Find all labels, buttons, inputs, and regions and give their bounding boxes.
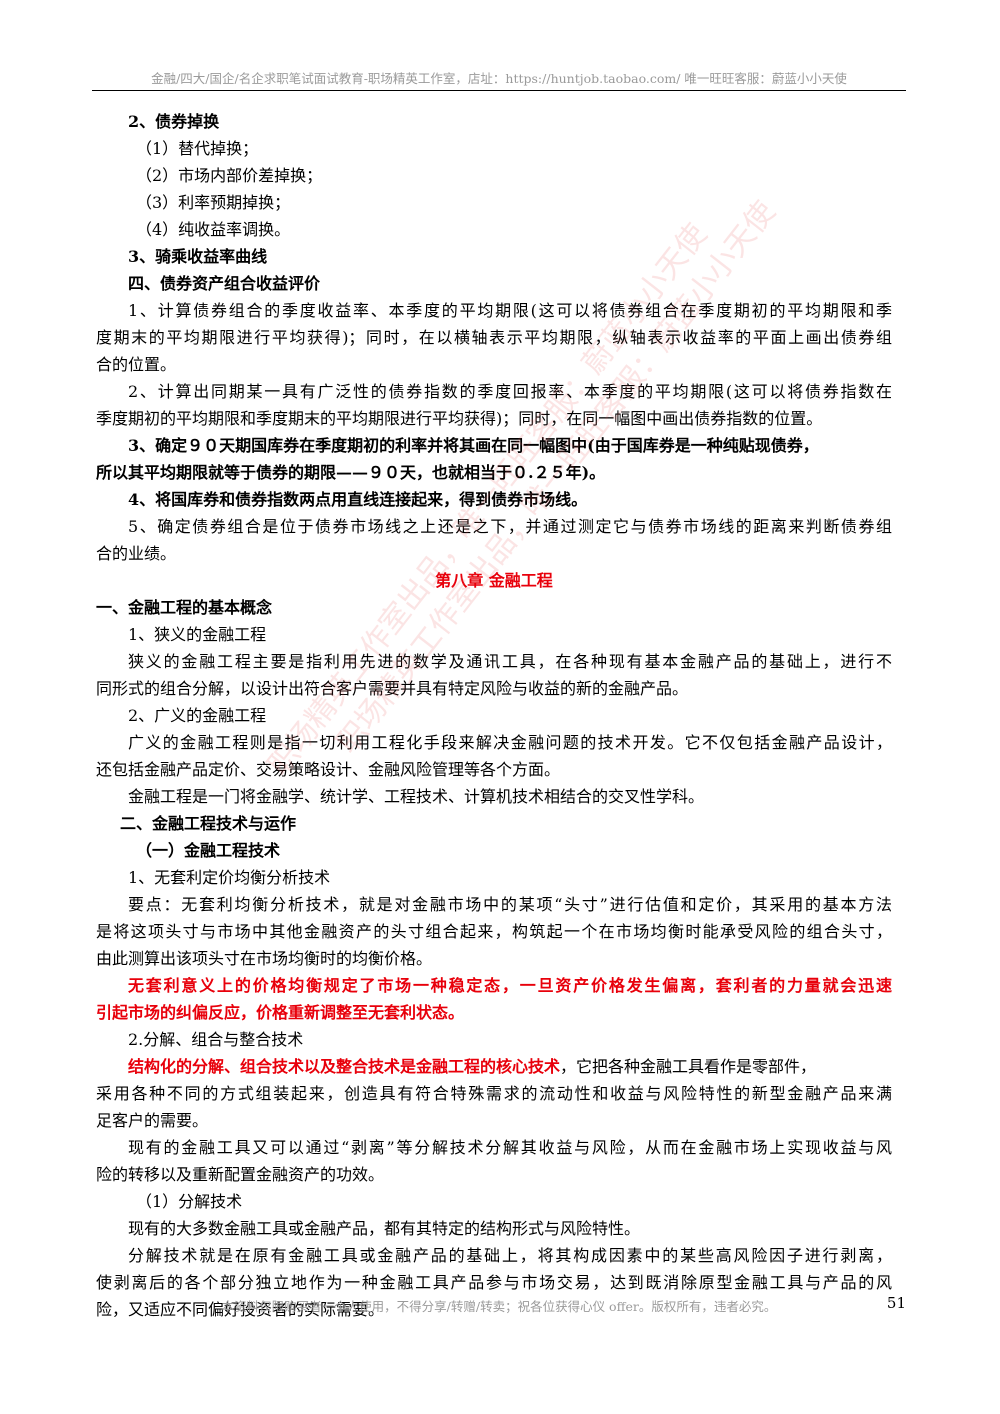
paragraph-line: 合的业绩。 — [96, 544, 177, 563]
header-rule — [92, 90, 906, 91]
paragraph-line: 2、计算出同期某一具有广泛性的债券指数的季度回报率、本季度的平均期限(这可以将债… — [128, 382, 892, 401]
paragraph-line: 金融工程是一门将金融学、统计学、工程技术、计算机技术相结合的交叉性学科。 — [128, 787, 705, 806]
subheading: 1、狭义的金融工程 — [128, 625, 267, 644]
paragraph-text: ，它把各种金融工具看作是零部件， — [560, 1057, 817, 1076]
footer-notice: 本资料仅限购买者一个人使用，不得分享/转赠/转卖；祝各位获得心仪 offer。版… — [221, 1299, 777, 1314]
paragraph-line: 还包括金融产品定价、交易策略设计、金融风险管理等各个方面。 — [96, 760, 561, 779]
paragraph-line-bold: 4、将国库券和债券指数两点用直线连接起来，得到债券市场线。 — [128, 490, 588, 509]
paragraph-line: 是将这项头寸与市场中其他金融资产的头寸组合起来，构筑起一个在市场均衡时能承受风险… — [96, 922, 892, 941]
document-body: 2、债券掉换 （1）替代掉换； （2）市场内部价差掉换； （3）利率预期掉换； … — [96, 108, 892, 1323]
page-number: 51 — [886, 1294, 906, 1312]
paragraph-line: 度期末的平均期限进行平均获得)；同时，在以横轴表示平均期限，纵轴表示收益率的平面… — [96, 328, 892, 347]
paragraph-line: 1、计算债券组合的季度收益率、本季度的平均期限(这可以将债券组合在季度期初的平均… — [128, 301, 892, 320]
paragraph-line: 狭义的金融工程主要是指利用先进的数学及通讯工具，在各种现有基本金融产品的基础上，… — [128, 652, 892, 671]
paragraph-line-bold: 所以其平均期限就等于债券的期限——９０天，也就相当于０.２５年)。 — [96, 463, 606, 482]
paragraph-line: 同形式的组合分解，以设计出符合客户需要并具有特定风险与收益的新的金融产品。 — [96, 679, 689, 698]
highlight-line: 无套利意义上的价格均衡规定了市场一种稳定态，一旦资产价格发生偏离，套利者的力量就… — [128, 976, 892, 995]
paragraph-line: 足客户的需要。 — [96, 1111, 209, 1130]
paragraph-line: 要点：无套利均衡分析技术，就是对金融市场中的某项“头寸”进行估值和定价，其采用的… — [128, 895, 892, 914]
list-item: （4）纯收益率调换。 — [136, 220, 291, 239]
list-item: （2）市场内部价差掉换； — [136, 166, 323, 185]
highlight-text: 结构化的分解、组合技术以及整合技术是金融工程的核心技术 — [128, 1057, 561, 1076]
section-heading: 二、金融工程技术与运作 — [120, 814, 297, 833]
mixed-line: 结构化的分解、组合技术以及整合技术是金融工程的核心技术，它把各种金融工具看作是零… — [96, 1053, 892, 1080]
list-item: （3）利率预期掉换； — [136, 193, 291, 212]
paragraph-line-bold: 3、确定９０天期国库券在季度期初的利率并将其画在同一幅图中(由于国库券是一种纯贴… — [128, 436, 819, 455]
paragraph-line: 使剥离后的各个部分独立地作为一种金融工具产品参与市场交易，达到既消除原型金融工具… — [96, 1273, 892, 1292]
subheading: 2.分解、组合与整合技术 — [128, 1030, 304, 1049]
subheading: 1、无套利定价均衡分析技术 — [128, 868, 331, 887]
paragraph-line: 广义的金融工程则是指一切利用工程化手段来解决金融问题的技术开发。它不仅包括金融产… — [128, 733, 892, 752]
paragraph-line: 险，又适应不同偏好投资者的实际需要。 — [96, 1300, 385, 1319]
subheading: （1）分解技术 — [136, 1192, 243, 1211]
subsection-heading: （一）金融工程技术 — [136, 841, 281, 860]
section-heading: 一、金融工程的基本概念 — [96, 598, 273, 617]
heading-portfolio-evaluation: 四、债券资产组合收益评价 — [128, 274, 321, 293]
paragraph-line: 合的位置。 — [96, 355, 177, 374]
paragraph-line: 现有的大多数金融工具或金融产品，都有其特定的结构形式与风险特性。 — [128, 1219, 641, 1238]
page-footer: 本资料仅限购买者一个人使用，不得分享/转赠/转卖；祝各位获得心仪 offer。版… — [92, 1294, 906, 1316]
paragraph-line: 现有的金融工具又可以通过“剥离”等分解技术分解其收益与风险，从而在金融市场上实现… — [128, 1138, 892, 1157]
paragraph-line: 分解技术就是在原有金融工具或金融产品的基础上，将其构成因素中的某些高风险因子进行… — [128, 1246, 892, 1265]
paragraph-line: 由此测算出该项头寸在市场均衡时的均衡价格。 — [96, 949, 433, 968]
heading-riding-yield-curve: 3、骑乘收益率曲线 — [128, 247, 268, 266]
chapter-title: 第八章 金融工程 — [435, 571, 553, 590]
page-header: 金融/四大/国企/名企求职笔试面试教育-职场精英工作室，店址：https://h… — [151, 71, 847, 86]
paragraph-line: 采用各种不同的方式组装起来，创造具有符合特殊需求的流动性和收益与风险特性的新型金… — [96, 1084, 892, 1103]
paragraph-line: 季度期初的平均期限和季度期末的平均期限进行平均获得)；同时，在同一幅图中画出债券… — [96, 409, 823, 428]
paragraph-line: 5、确定债券组合是位于债券市场线之上还是之下，并通过测定它与债券市场线的距离来判… — [128, 517, 892, 536]
paragraph-line: 险的转移以及重新配置金融资产的功效。 — [96, 1165, 385, 1184]
list-item: （1）替代掉换； — [136, 139, 259, 158]
highlight-line: 引起市场的纠偏反应，价格重新调整至无套利状态。 — [96, 1003, 465, 1022]
subheading: 2、广义的金融工程 — [128, 706, 267, 725]
heading-bond-swap: 2、债券掉换 — [128, 112, 220, 131]
